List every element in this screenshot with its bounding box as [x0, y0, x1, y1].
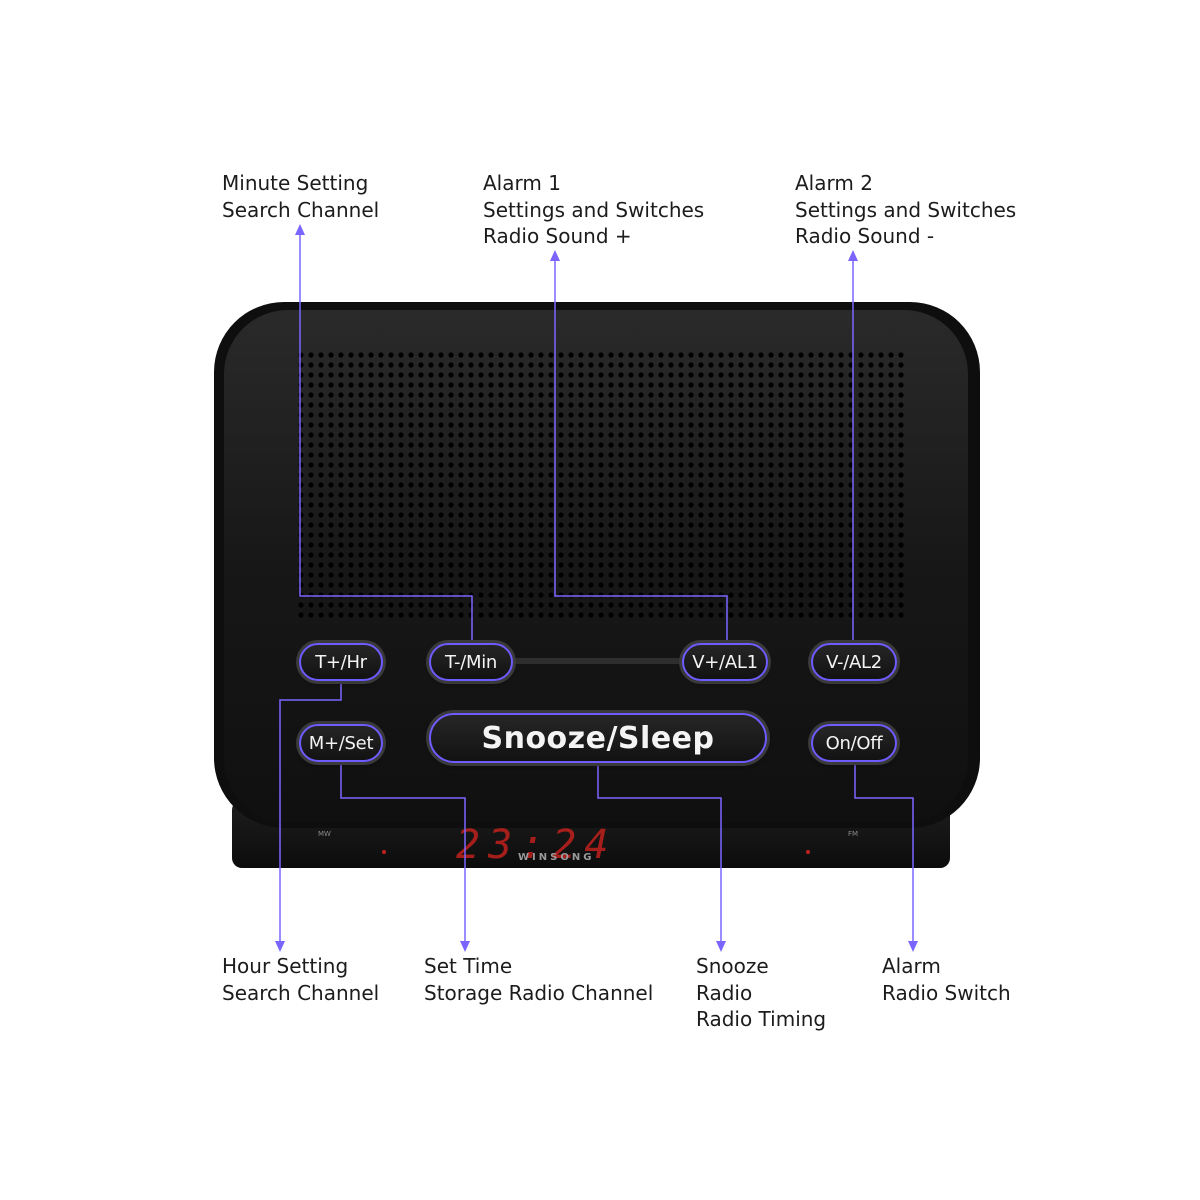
band-label-right: FM — [848, 830, 859, 838]
callout-line: Radio Switch — [882, 980, 1011, 1005]
panel-groove — [512, 658, 684, 664]
snooze-sleep-button[interactable]: Snooze/Sleep — [429, 713, 767, 763]
callout-alarm1: Alarm 1 Settings and Switches Radio Soun… — [483, 170, 704, 250]
callout-line: Search Channel — [222, 197, 380, 222]
callout-line: Storage Radio Channel — [424, 980, 654, 1005]
speaker-grille — [296, 350, 904, 622]
callout-line: Settings and Switches — [795, 197, 1017, 222]
time-display: 23:24 — [456, 822, 617, 868]
m-plus-set-button[interactable]: M+/Set — [299, 724, 383, 762]
callout-hour-setting: Hour Setting Search Channel — [222, 953, 379, 1006]
leader-alarm1 — [554, 254, 728, 650]
indicator-dot — [382, 850, 386, 854]
t-plus-hr-button[interactable]: T+/Hr — [299, 643, 383, 681]
callout-line: Snooze — [696, 954, 769, 978]
callout-line: Alarm 2 — [795, 171, 873, 195]
v-plus-al1-button[interactable]: V+/AL1 — [682, 643, 768, 681]
callout-line: Hour Setting — [222, 954, 349, 978]
leader-snooze-arrow — [716, 941, 726, 952]
on-off-button[interactable]: On/Off — [811, 724, 897, 762]
leader-snooze — [597, 762, 722, 948]
callout-line: Radio — [696, 980, 753, 1005]
callout-line: Alarm — [882, 954, 941, 978]
brand-name: WINSONG — [518, 852, 595, 863]
leader-alarm-arrow — [908, 941, 918, 952]
leader-hour-setting — [279, 676, 342, 948]
leader-set-time-arrow — [460, 941, 470, 952]
callout-set-time: Set Time Storage Radio Channel — [424, 953, 653, 1006]
leader-minute-setting-arrow — [295, 224, 305, 235]
band-label-left: MW — [318, 830, 331, 838]
leader-alarm2-arrow — [848, 250, 858, 261]
callout-line: Search Channel — [222, 980, 380, 1005]
callout-line: Radio Sound - — [795, 224, 935, 248]
callout-line: Settings and Switches — [483, 197, 705, 222]
callout-line: Radio Sound + — [483, 224, 632, 248]
callout-line: Minute Setting — [222, 171, 369, 195]
callout-minute-setting: Minute Setting Search Channel — [222, 170, 379, 223]
leader-set-time — [340, 762, 466, 948]
callout-line: Radio Timing — [696, 1007, 827, 1031]
indicator-dot — [806, 850, 810, 854]
leader-hour-setting-arrow — [275, 941, 285, 952]
v-minus-al2-button[interactable]: V-/AL2 — [811, 643, 897, 681]
callout-snooze: Snooze Radio Radio Timing — [696, 953, 826, 1033]
leader-minute-setting — [299, 228, 473, 650]
leader-alarm1-arrow — [550, 250, 560, 261]
leader-alarm — [854, 762, 914, 948]
callout-line: Set Time — [424, 954, 513, 978]
callout-line: Alarm 1 — [483, 171, 561, 195]
callout-alarm: Alarm Radio Switch — [882, 953, 1011, 1006]
callout-alarm2: Alarm 2 Settings and Switches Radio Soun… — [795, 170, 1016, 250]
t-minus-min-button[interactable]: T-/Min — [429, 643, 513, 681]
